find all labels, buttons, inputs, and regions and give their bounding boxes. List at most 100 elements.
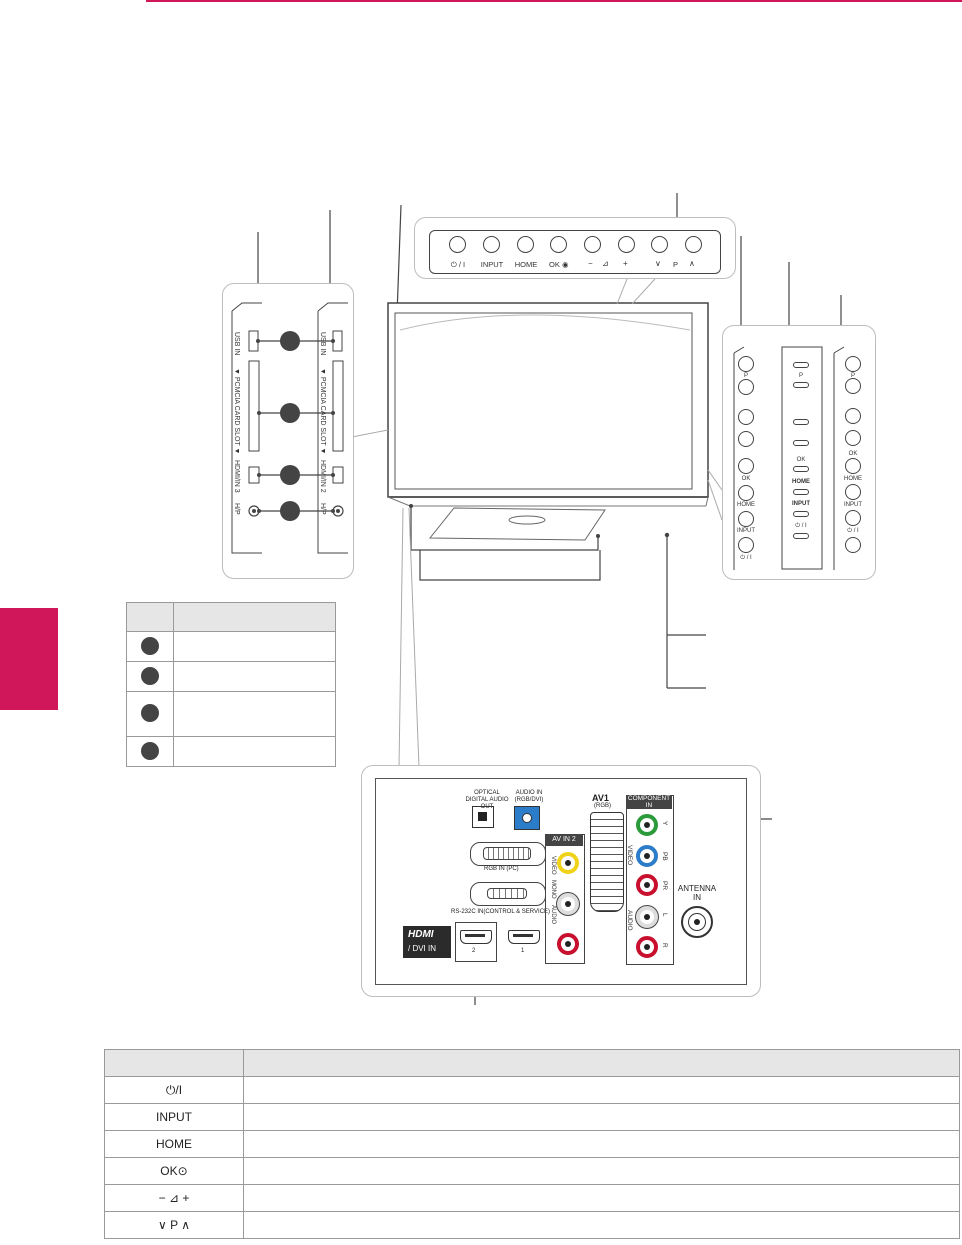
hdmi-2-pins (465, 934, 485, 937)
front-button-panel (414, 217, 736, 279)
component-y-label: Y (661, 821, 668, 826)
program-up-button[interactable] (685, 236, 702, 253)
side-port-key-table (126, 602, 336, 767)
p-label: P (673, 260, 679, 269)
home-button-c[interactable] (845, 484, 861, 500)
av1-sub-label: (RGB) (594, 803, 611, 809)
p-label-a: P (743, 373, 748, 379)
rs232c-port[interactable] (470, 882, 546, 906)
audio-in-jack (522, 813, 532, 823)
component-audio-left-port[interactable] (636, 906, 658, 928)
component-audio-right-jack (644, 944, 650, 950)
key-table-row-2 (126, 661, 174, 692)
power-button-b[interactable] (793, 533, 809, 539)
home-label: HOME (514, 260, 538, 269)
program-up-button-c[interactable] (845, 356, 861, 372)
av-audio-right-port[interactable] (557, 933, 579, 955)
volume-down-button-a[interactable] (738, 431, 754, 447)
input-label-a: INPUT (737, 528, 755, 534)
button-description-table: ⏻/I INPUT HOME OK⊙ − ⊿ + ∨ P ∧ (104, 1049, 960, 1239)
ok-button-a[interactable] (738, 458, 754, 474)
key-badge-4 (141, 742, 159, 760)
volume-down-button-c[interactable] (845, 430, 861, 446)
input-button-c[interactable] (845, 510, 861, 526)
component-y-port[interactable] (636, 814, 658, 836)
volume-icon: ⊿ (602, 259, 609, 268)
hdmi-2-port[interactable] (460, 930, 492, 944)
ok-label-a: OK (741, 476, 751, 482)
ok-button[interactable] (550, 236, 567, 253)
antenna-inner-ring (688, 913, 706, 931)
home-label-b: HOME (792, 479, 810, 485)
input-button[interactable] (483, 236, 500, 253)
home-label-a: HOME (737, 502, 755, 508)
program-up-button-b[interactable] (793, 362, 809, 368)
av1-label: AV1 (592, 793, 609, 803)
home-button-a[interactable] (738, 485, 754, 501)
component-pr-port[interactable] (636, 874, 658, 896)
home-button[interactable] (517, 236, 534, 253)
av-audio-right-jack (565, 941, 571, 947)
p-label-b: P (798, 373, 803, 379)
rgb-in-port[interactable] (470, 842, 546, 866)
antenna-port[interactable] (681, 906, 713, 938)
usb-in-label-right: USB IN (319, 332, 326, 356)
key-table-col-description (173, 602, 336, 632)
hp-label-right: H/P (319, 503, 326, 515)
hp-label-left: H/P (233, 503, 240, 515)
pcmcia-label-right: ▼ PCMCIA CARD SLOT ▼ (319, 368, 326, 455)
component-audio-right-port[interactable] (636, 936, 658, 958)
hdmi-1-number: 1 (521, 948, 525, 954)
hdmi2-label: HDMI/IN 2 (319, 460, 326, 493)
button-table-row-ok: OK⊙ (104, 1157, 244, 1185)
hdmi-number-badge (280, 465, 300, 485)
av-audio-label: AUDIO (550, 905, 556, 925)
power-label-b: ⏻ / I (795, 523, 807, 529)
hdmi-1-port[interactable] (508, 930, 540, 944)
p-label-c: P (850, 373, 855, 379)
power-label: ⏻ / I (450, 260, 466, 269)
input-button-b[interactable] (793, 511, 809, 517)
power-button-a[interactable] (738, 537, 754, 553)
home-button-b[interactable] (793, 489, 809, 495)
power-button[interactable] (449, 236, 466, 253)
minus-label: − (588, 259, 593, 268)
audio-in-port[interactable] (514, 806, 540, 830)
program-up-button-a[interactable] (738, 356, 754, 372)
ok-button-b[interactable] (793, 466, 809, 472)
header-accent-line (146, 0, 962, 2)
antenna-pin (694, 919, 700, 925)
av-audio-left-port[interactable] (557, 893, 579, 915)
chapter-side-tab (0, 608, 58, 710)
component-pb-port[interactable] (636, 845, 658, 867)
component-y-jack (644, 822, 650, 828)
button-table-row-program: ∨ P ∧ (104, 1211, 244, 1239)
input-button-a[interactable] (738, 511, 754, 527)
program-down-button-b[interactable] (793, 382, 809, 388)
av1-scart-port[interactable] (590, 812, 624, 912)
button-table-col-description (243, 1049, 960, 1077)
volume-up-button-a[interactable] (738, 409, 754, 425)
optical-label: OPTICAL DIGITAL AUDIO OUT (465, 790, 509, 810)
key-table-row-3 (126, 691, 174, 737)
av-in-2-label: AV IN 2 (545, 834, 583, 846)
volume-down-button[interactable] (584, 236, 601, 253)
program-down-button-c[interactable] (845, 378, 861, 394)
volume-up-button-b[interactable] (793, 419, 809, 425)
hdmi-logo: HDMI (408, 929, 434, 940)
volume-up-button[interactable] (618, 236, 635, 253)
ok-button-c[interactable] (845, 458, 861, 474)
optical-port[interactable] (472, 806, 494, 828)
component-video-label: VIDEO (626, 845, 633, 866)
hdmi-1-pins (513, 934, 533, 937)
power-button-c[interactable] (845, 537, 861, 553)
power-label-a: ⏻ / I (740, 555, 752, 561)
program-down-button-a[interactable] (738, 379, 754, 395)
volume-down-button-b[interactable] (793, 440, 809, 446)
volume-up-button-c[interactable] (845, 408, 861, 424)
button-table-row-home: HOME (104, 1130, 244, 1158)
antenna-label: ANTENNA IN (677, 884, 717, 902)
program-down-button[interactable] (651, 236, 668, 253)
av-video-port[interactable] (557, 852, 579, 874)
button-table-row-volume: − ⊿ + (104, 1184, 244, 1212)
